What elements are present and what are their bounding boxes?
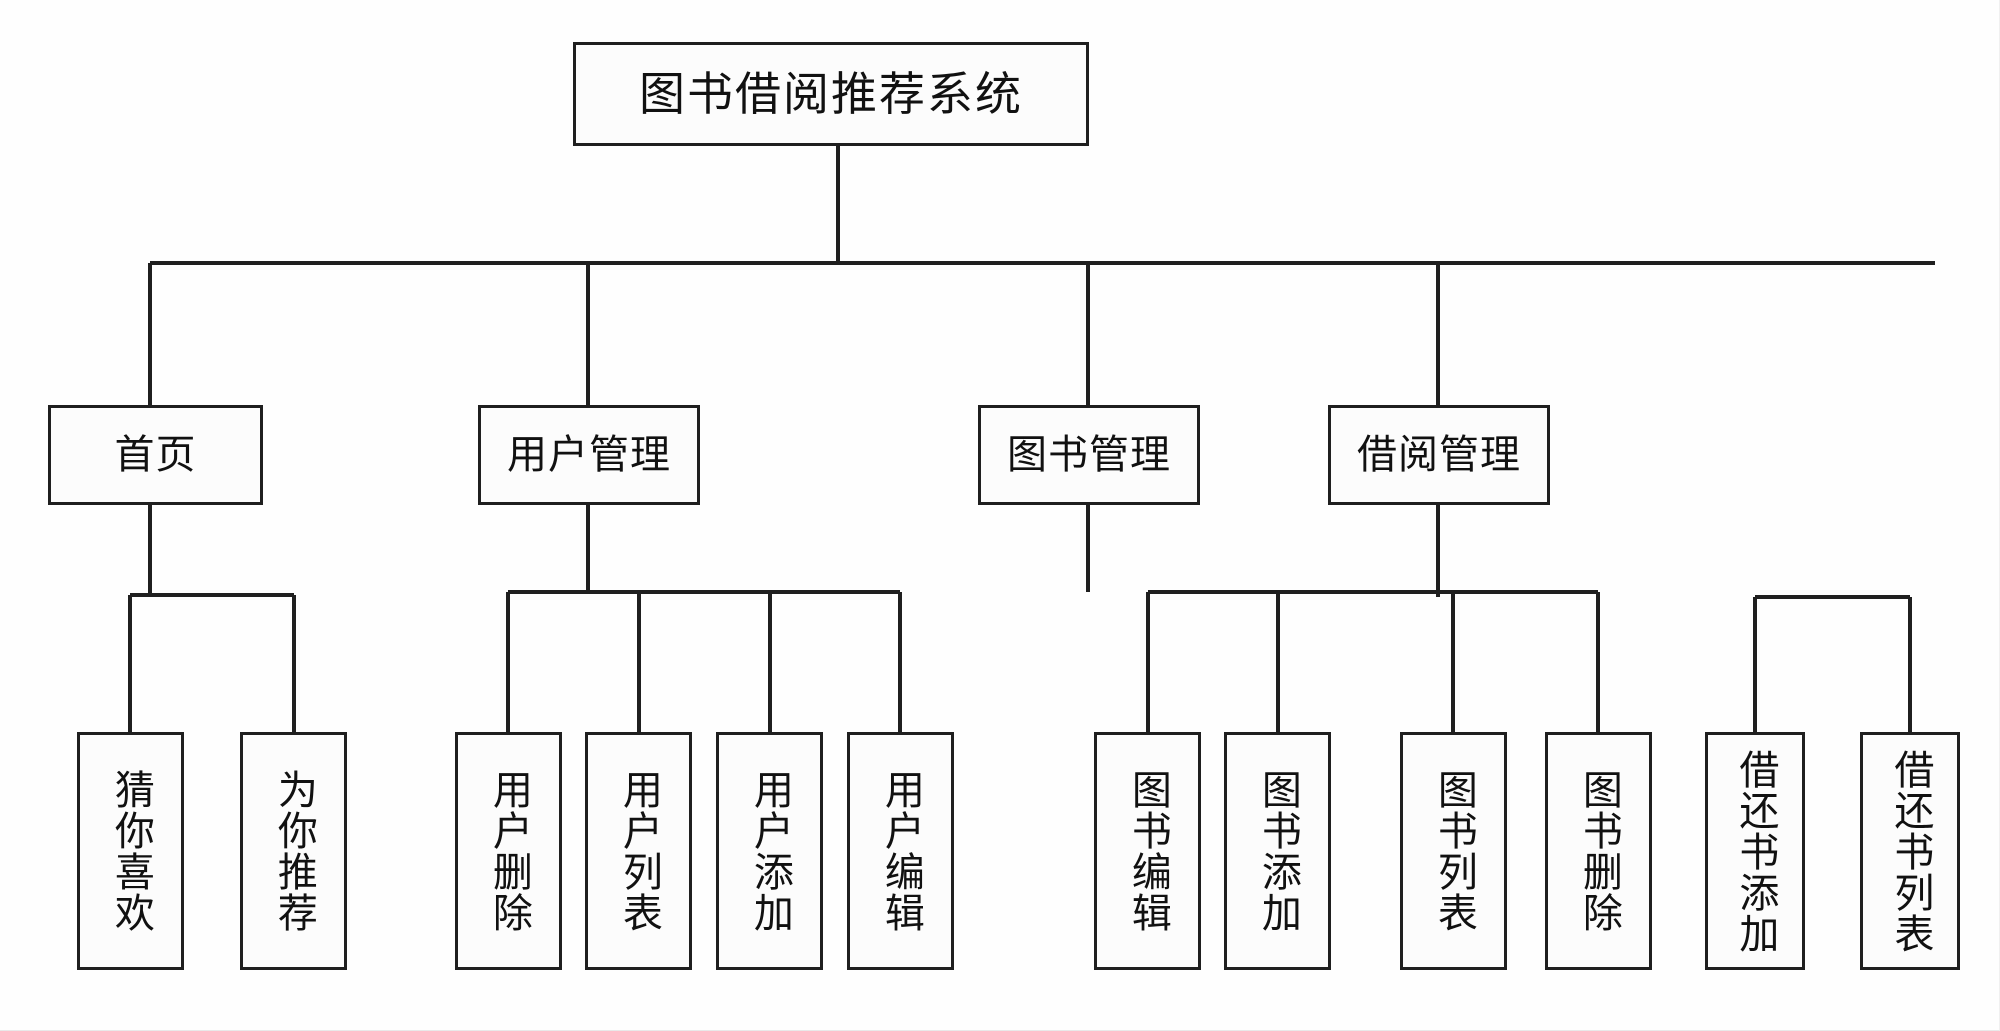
node-leaf-borrow-11[interactable]: 借还书列表 bbox=[1860, 732, 1960, 970]
node-leaf-label-11: 借还书列表 bbox=[1887, 748, 1934, 954]
node-leaf-label-7: 图书添加 bbox=[1254, 769, 1301, 933]
node-module-book[interactable]: 图书管理 bbox=[978, 405, 1200, 505]
node-leaf-book-6[interactable]: 图书编辑 bbox=[1094, 732, 1201, 970]
node-leaf-label-9: 图书删除 bbox=[1575, 769, 1622, 933]
node-module-label-book: 图书管理 bbox=[1007, 432, 1171, 478]
node-leaf-home-1[interactable]: 为你推荐 bbox=[240, 732, 347, 970]
node-leaf-label-1: 为你推荐 bbox=[270, 769, 317, 933]
node-leaf-label-4: 用户添加 bbox=[746, 769, 793, 933]
node-root-system[interactable]: 图书借阅推荐系统 bbox=[573, 42, 1089, 146]
node-leaf-label-0: 猜你喜欢 bbox=[107, 769, 154, 933]
node-module-label-borrow: 借阅管理 bbox=[1357, 432, 1521, 478]
node-leaf-book-7[interactable]: 图书添加 bbox=[1224, 732, 1331, 970]
node-leaf-book-8[interactable]: 图书列表 bbox=[1400, 732, 1507, 970]
node-leaf-user-3[interactable]: 用户列表 bbox=[585, 732, 692, 970]
node-leaf-label-10: 借还书添加 bbox=[1732, 748, 1779, 954]
node-leaf-borrow-10[interactable]: 借还书添加 bbox=[1705, 732, 1805, 970]
node-leaf-label-3: 用户列表 bbox=[615, 769, 662, 933]
node-leaf-home-0[interactable]: 猜你喜欢 bbox=[77, 732, 184, 970]
node-module-user[interactable]: 用户管理 bbox=[478, 405, 700, 505]
node-leaf-user-4[interactable]: 用户添加 bbox=[716, 732, 823, 970]
node-root-label: 图书借阅推荐系统 bbox=[639, 67, 1023, 121]
node-module-home[interactable]: 首页 bbox=[48, 405, 263, 505]
node-leaf-user-2[interactable]: 用户删除 bbox=[455, 732, 562, 970]
node-leaf-label-8: 图书列表 bbox=[1430, 769, 1477, 933]
node-leaf-label-6: 图书编辑 bbox=[1124, 769, 1171, 933]
node-leaf-label-5: 用户编辑 bbox=[877, 769, 924, 933]
node-leaf-book-9[interactable]: 图书删除 bbox=[1545, 732, 1652, 970]
node-module-borrow[interactable]: 借阅管理 bbox=[1328, 405, 1550, 505]
node-leaf-user-5[interactable]: 用户编辑 bbox=[847, 732, 954, 970]
node-module-label-user: 用户管理 bbox=[507, 432, 671, 478]
node-leaf-label-2: 用户删除 bbox=[485, 769, 532, 933]
node-module-label-home: 首页 bbox=[114, 432, 197, 478]
